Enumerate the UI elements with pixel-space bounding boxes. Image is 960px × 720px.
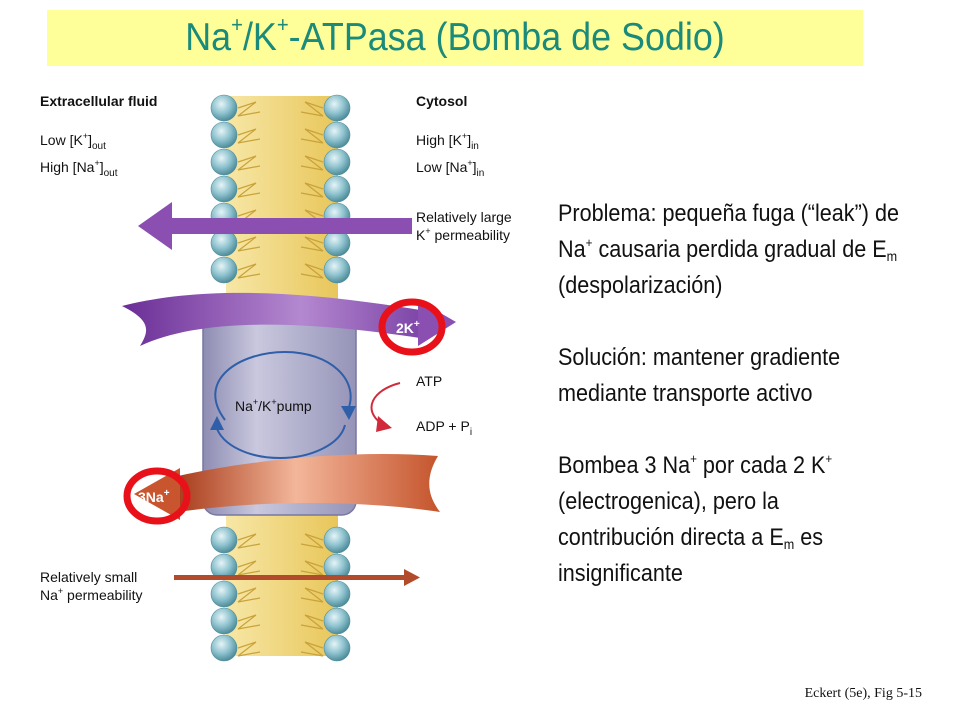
extracellular-low-k: Low [K+]out	[40, 131, 106, 152]
lipid-head	[323, 526, 351, 554]
lipid-head	[210, 634, 238, 662]
lipid-tail	[237, 614, 261, 630]
lipid-tail	[237, 263, 261, 279]
lipid-head	[210, 148, 238, 176]
cytosol-high-k: High [K+]in	[416, 131, 479, 152]
k-highlight-circle	[378, 298, 446, 356]
lipid-tail	[300, 182, 324, 198]
cytosol-low-na: Low [Na+]in	[416, 158, 484, 179]
lipid-tail	[300, 101, 324, 117]
atp-label: ATP	[416, 373, 442, 389]
lipid-tail	[237, 587, 261, 603]
explanation-text: Problema: pequeña fuga (“leak”) de Na+ c…	[558, 196, 900, 628]
lipid-head	[323, 148, 351, 176]
k-badge-label: 2K+	[396, 319, 420, 336]
lipid-head	[323, 94, 351, 122]
na-permeability-line2: Na+ permeability	[40, 586, 143, 603]
pump-stoichiometry-paragraph: Bombea 3 Na+ por cada 2 K+ (electrogenic…	[558, 451, 833, 587]
problem-paragraph: Problema: pequeña fuga (“leak”) de Na+ c…	[558, 200, 900, 299]
lipid-tail	[300, 236, 324, 252]
lipid-tail	[300, 128, 324, 144]
na-pump-arrow	[134, 454, 440, 520]
k-permeability-line2: K+ permeability	[416, 226, 510, 243]
lipid-head	[323, 580, 351, 608]
na-highlight-circle	[123, 467, 191, 525]
figure-citation: Eckert (5e), Fig 5-15	[804, 686, 922, 701]
lipid-heads-right	[323, 94, 351, 662]
lipid-tail	[237, 641, 261, 657]
k-pump-arrow	[122, 292, 456, 346]
lipid-tail	[237, 560, 261, 576]
lipid-tail	[300, 587, 324, 603]
lipid-head	[210, 175, 238, 203]
extracellular-title: Extracellular fluid	[40, 93, 157, 109]
lipid-tail	[300, 263, 324, 279]
lipid-tail	[237, 101, 261, 117]
lipid-tail	[237, 128, 261, 144]
na-badge-label: 3Na+	[138, 488, 170, 505]
lipid-tail	[300, 641, 324, 657]
lipid-heads-left	[210, 94, 238, 662]
pump-cycle-arrowhead-top	[341, 406, 356, 420]
lipid-tail	[237, 533, 261, 549]
lipid-tail	[237, 182, 261, 198]
extracellular-high-na: High [Na+]out	[40, 158, 118, 179]
lipid-tail	[237, 155, 261, 171]
lipid-head	[323, 121, 351, 149]
lipid-tail	[300, 533, 324, 549]
k-permeability-line1: Relatively large	[416, 209, 512, 225]
pump-cycle-bottom	[215, 424, 346, 460]
lipid-head	[323, 175, 351, 203]
lipid-head	[323, 607, 351, 635]
lipid-head	[210, 256, 238, 284]
atp-arrowhead	[376, 416, 392, 432]
lipid-tail	[237, 236, 261, 252]
na-leak-arrow	[174, 569, 420, 586]
page-title: Na+/K+-ATPasa (Bomba de Sodio)	[185, 12, 725, 60]
pump-cycle-top	[214, 350, 352, 421]
solution-paragraph: Solución: mantener gradiente mediante tr…	[558, 344, 841, 407]
title-bar: Na+/K+-ATPasa (Bomba de Sodio)	[47, 10, 863, 66]
pump-cycle-arrowhead-bottom	[210, 416, 224, 430]
adp-label: ADP + Pi	[416, 418, 472, 438]
lipid-head	[323, 634, 351, 662]
na-permeability-line1: Relatively small	[40, 569, 137, 585]
k-leak-arrow	[138, 202, 412, 250]
lipid-tail	[300, 560, 324, 576]
lipid-head	[210, 580, 238, 608]
lipid-head	[210, 526, 238, 554]
lipid-head	[323, 256, 351, 284]
atp-hydrolysis-arrow	[370, 382, 401, 425]
lipid-tail	[300, 155, 324, 171]
pump-label: Na+/K+pump	[235, 397, 312, 414]
lipid-tail	[300, 614, 324, 630]
lipid-head	[210, 121, 238, 149]
cytosol-title: Cytosol	[416, 93, 467, 109]
lipid-head	[210, 607, 238, 635]
lipid-head	[210, 94, 238, 122]
